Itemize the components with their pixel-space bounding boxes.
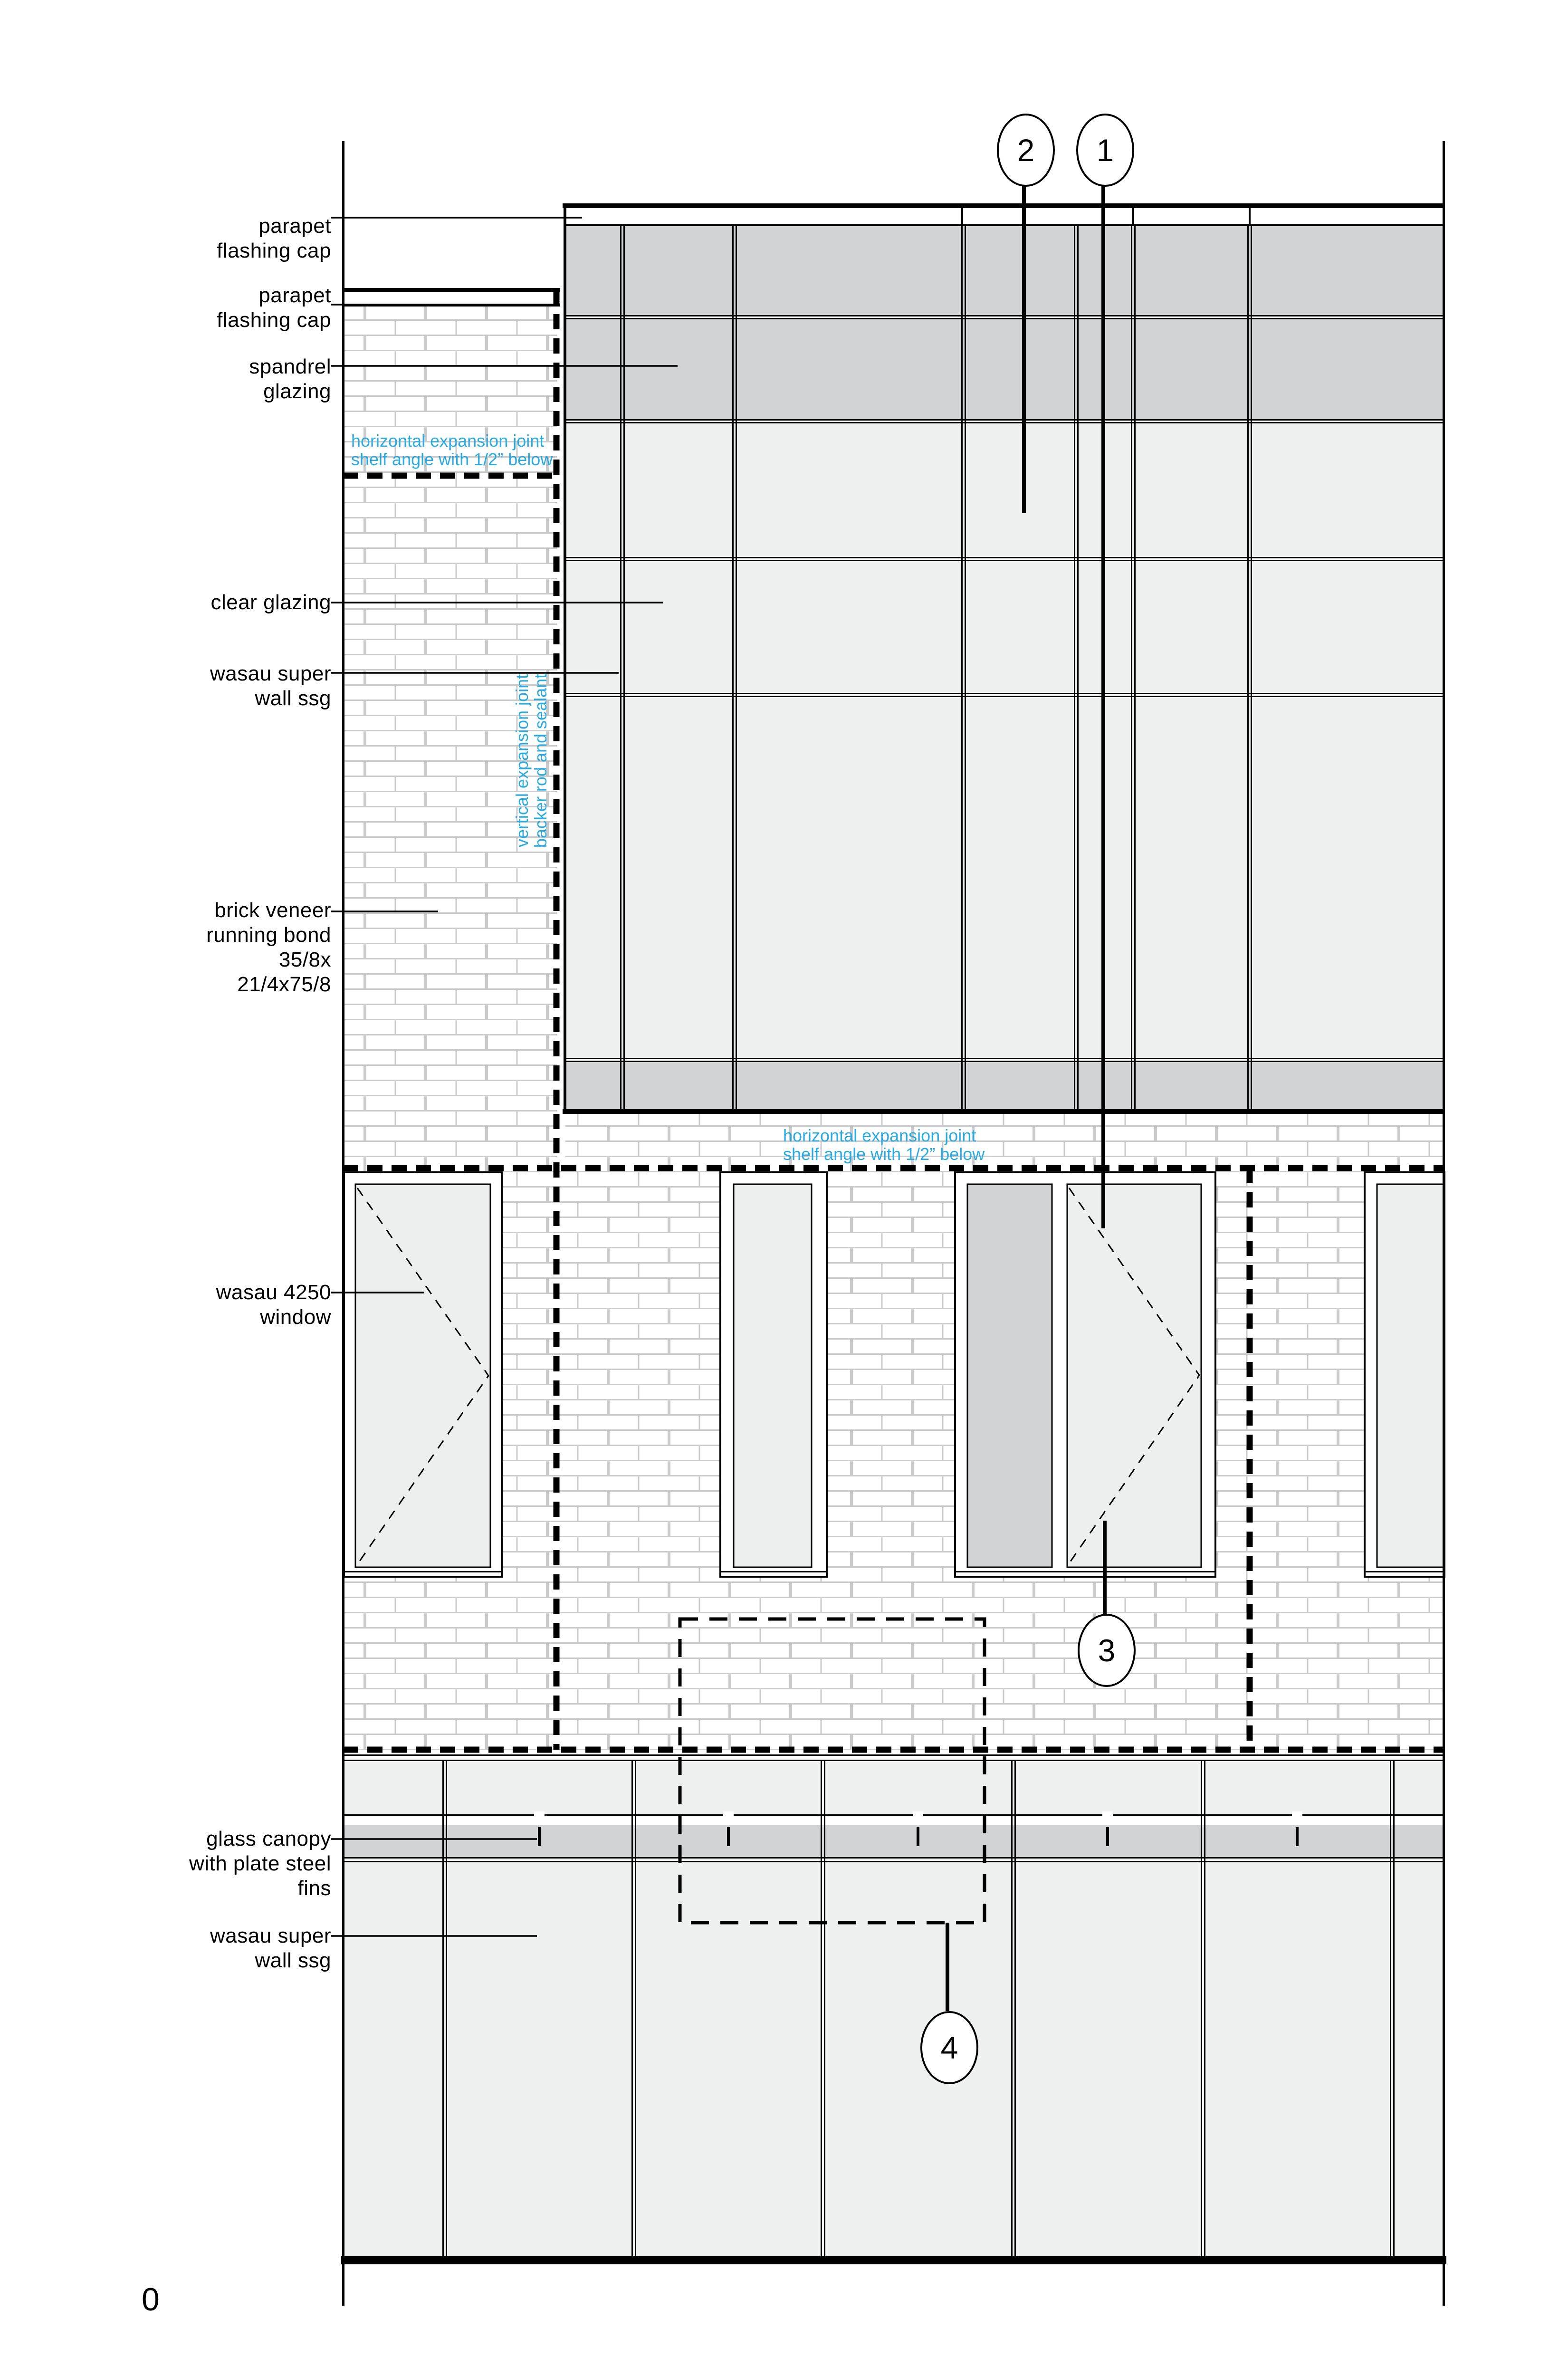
annotation-vertical-expansion-joint: vertical expansion joint backer rod and … xyxy=(512,666,550,856)
spandrel-glazing-band-2 xyxy=(564,319,1444,419)
annotation-line: horizontal expansion joint xyxy=(783,1126,976,1145)
label-line: wasau 4250 xyxy=(216,1281,331,1304)
label-spandrel-glazing: spandrel glazing xyxy=(249,354,331,404)
annotation-line: backer rod and sealant xyxy=(531,673,550,848)
label-line: parapet xyxy=(258,214,331,238)
annotation-line: horizontal expansion joint xyxy=(351,431,545,450)
label-line: parapet xyxy=(258,284,331,307)
brick-parapet-cap xyxy=(343,288,560,307)
label-line: wasau super xyxy=(210,1924,331,1947)
plate-steel-fins xyxy=(538,1827,1299,1846)
label-line: glazing xyxy=(263,380,331,403)
storefront-mullions xyxy=(442,1761,1395,2256)
label-clear-glazing: clear glazing xyxy=(210,590,331,615)
label-line: window xyxy=(260,1305,331,1329)
casement-swing-indicator xyxy=(1068,1188,1200,1564)
label-parapet-flashing-cap-1: parapet flashing cap xyxy=(217,214,331,263)
label-glass-canopy: glass canopy with plate steel fins xyxy=(189,1827,331,1901)
window-2 xyxy=(719,1171,828,1578)
label-line: 35/8x xyxy=(278,948,331,971)
callout-number: 2 xyxy=(1017,133,1035,168)
window-4 xyxy=(1364,1171,1445,1578)
label-line: with plate steel xyxy=(189,1852,331,1875)
detail-callout-2: 2 xyxy=(997,114,1055,187)
label-wasau-4250-window: wasau 4250 window xyxy=(216,1280,331,1330)
label-line: spandrel xyxy=(249,355,331,378)
label-line: flashing cap xyxy=(217,239,331,262)
label-line: wall ssg xyxy=(255,687,331,710)
detail-4-boundary-box xyxy=(678,1617,986,1925)
detail-callout-1: 1 xyxy=(1076,114,1134,187)
label-line: wall ssg xyxy=(255,1949,331,1972)
label-line: glass canopy xyxy=(206,1827,331,1850)
label-leader-lines xyxy=(331,217,678,1937)
brick-veneer-field xyxy=(343,307,1444,1750)
callout-number: 3 xyxy=(1098,1633,1116,1668)
annotation-line: shelf angle with 1/2” below xyxy=(783,1144,985,1164)
glass-canopy xyxy=(343,1811,1444,1862)
label-line: brick veneer xyxy=(214,899,331,922)
clear-glazing-band-2 xyxy=(564,561,1444,693)
label-line: running bond xyxy=(206,923,331,947)
curtainwall-mullions xyxy=(564,203,1252,1114)
casement-swing-indicator xyxy=(356,1188,489,1565)
label-line: fins xyxy=(297,1877,331,1900)
label-line: 21/4x75/8 xyxy=(237,973,331,996)
label-line: clear glazing xyxy=(210,591,331,614)
annotation-horizontal-expansion-joint-mid: horizontal expansion joint shelf angle w… xyxy=(783,1126,985,1163)
label-line: wasau super xyxy=(210,662,331,685)
label-line: flashing cap xyxy=(217,308,331,332)
right-boundary-line xyxy=(1443,141,1445,2306)
storefront xyxy=(341,1754,1446,2264)
grade-line xyxy=(341,2256,1446,2264)
wasau-4250-window-1 xyxy=(343,1171,503,1578)
annotation-line: vertical expansion joint xyxy=(512,674,532,848)
detail-callout-4: 4 xyxy=(920,2011,978,2084)
window-3 xyxy=(954,1171,1216,1578)
window-spandrel-panel xyxy=(966,1183,1053,1568)
label-brick-veneer: brick veneer running bond 35/8x 21/4x75/… xyxy=(206,898,331,997)
callout-leader-lines xyxy=(946,182,1107,2011)
spandrel-glazing-band-3 xyxy=(564,1062,1444,1109)
callout-number: 1 xyxy=(1096,133,1114,168)
annotation-horizontal-expansion-joint-upper: horizontal expansion joint shelf angle w… xyxy=(351,431,553,469)
spandrel-glazing-band-1 xyxy=(564,226,1444,315)
label-parapet-flashing-cap-2: parapet flashing cap xyxy=(217,283,331,333)
curtain-wall xyxy=(563,203,1444,1114)
sheet-number-text: 0 xyxy=(142,2281,160,2318)
annotation-line: shelf angle with 1/2” below xyxy=(351,450,553,469)
label-wasau-super-wall-lower: wasau super wall ssg xyxy=(210,1924,331,1973)
clear-glazing-band-3 xyxy=(564,697,1444,1058)
clear-glazing-band-1 xyxy=(564,423,1444,557)
curtainwall-bottom-line xyxy=(563,1109,1444,1114)
left-boundary-line xyxy=(342,141,344,2306)
curtainwall-top-cap-line xyxy=(563,203,1444,208)
detail-callout-3: 3 xyxy=(1078,1614,1136,1687)
expansion-joint-dashed-lines xyxy=(343,290,1444,1753)
sheet-number: 0 xyxy=(142,2281,160,2318)
callout-number: 4 xyxy=(940,2030,958,2065)
label-wasau-super-wall-upper: wasau super wall ssg xyxy=(210,661,331,711)
